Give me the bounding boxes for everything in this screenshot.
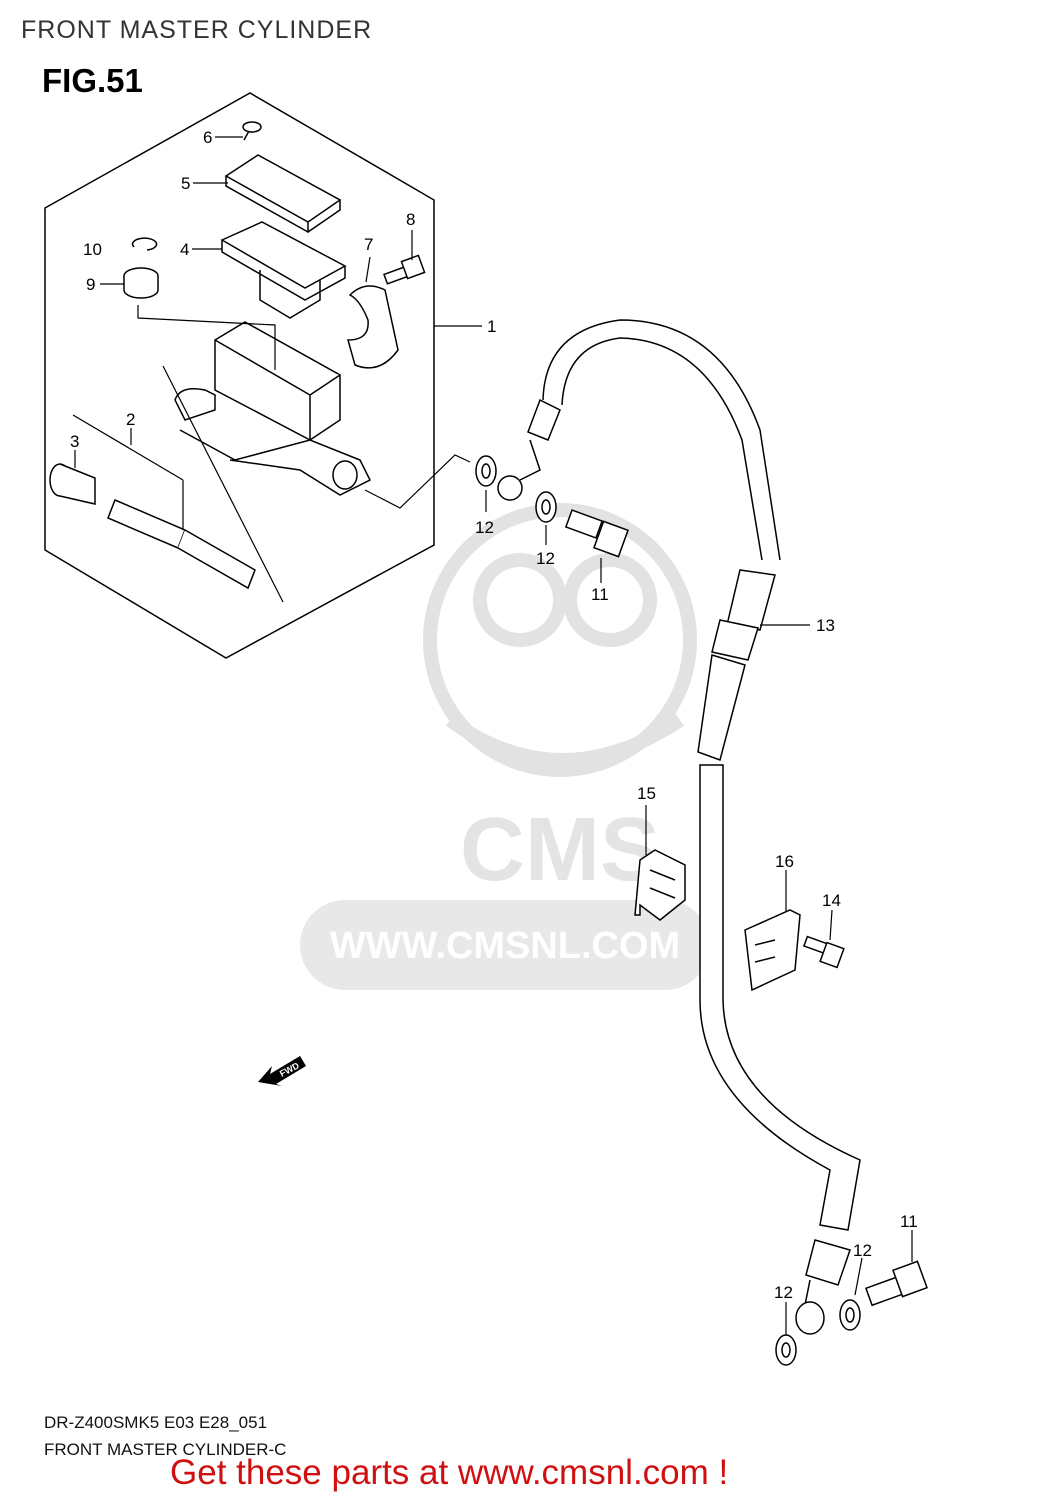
model-code: DR-Z400SMK5 E03 E28_051 <box>44 1413 268 1432</box>
reservoir-cap-part-5 <box>224 154 342 234</box>
callout-14: 15 <box>637 784 656 803</box>
hose-clamp-part-14 <box>634 849 686 921</box>
callout-11: 11 <box>591 585 609 604</box>
circlip-part-10 <box>131 237 158 251</box>
clamp-part-7 <box>347 285 399 369</box>
union-bolt-part-11 <box>564 509 928 1307</box>
watermark-wordmark: WWW.CMSNL.COM CMS <box>300 800 710 990</box>
cup-part-3 <box>49 463 96 505</box>
piston-kit-part-2 <box>107 499 256 590</box>
callout-7: 7 <box>364 235 373 254</box>
figure-label: FIG.51 <box>42 62 143 99</box>
assembly-outline <box>44 92 435 659</box>
boot-part-9 <box>123 267 159 299</box>
callout-labels: 6 5 4 10 9 7 8 1 2 3 12 12 11 13 15 16 1… <box>70 128 918 1302</box>
brake-hose-part-13 <box>497 319 861 1335</box>
bolt-part-8 <box>383 254 426 285</box>
callout-15: 16 <box>775 852 794 871</box>
callout-8: 8 <box>406 210 415 229</box>
callout-9: 9 <box>86 275 95 294</box>
screw-part-6 <box>242 121 262 141</box>
callout-12: 12 <box>774 1283 793 1302</box>
diaphragm-part-4 <box>220 221 347 319</box>
watermark-cms: CMS <box>460 800 660 900</box>
assembly-guides <box>72 305 471 603</box>
master-cylinder-part-1 <box>174 321 372 496</box>
hose-guide-part-15 <box>744 909 801 992</box>
callout-11: 11 <box>900 1212 918 1231</box>
callout-6: 6 <box>203 128 212 147</box>
callout-3: 3 <box>70 432 79 451</box>
callout-5: 5 <box>181 174 190 193</box>
watermark-logo <box>423 503 697 777</box>
callout-4: 4 <box>180 240 189 259</box>
callout-13: 13 <box>816 616 835 635</box>
fwd-arrow-icon: FWD <box>258 1056 306 1086</box>
callout-16: 14 <box>822 891 841 910</box>
bolt-part-16 <box>802 935 845 969</box>
page-title: FRONT MASTER CYLINDER <box>21 16 373 44</box>
watermark-url: WWW.CMSNL.COM <box>330 925 680 967</box>
callout-10: 10 <box>83 240 102 259</box>
callout-1: 1 <box>487 317 496 336</box>
washer-part-12 <box>475 455 861 1366</box>
leader-lines <box>74 136 913 1335</box>
callout-12: 12 <box>853 1241 872 1260</box>
parts-link[interactable]: Get these parts at www.cmsnl.com ! <box>170 1453 729 1492</box>
section-name: FRONT MASTER CYLINDER-C <box>44 1440 287 1459</box>
callout-2: 2 <box>126 410 135 429</box>
callout-12: 12 <box>536 549 555 568</box>
callout-12: 12 <box>475 518 494 537</box>
